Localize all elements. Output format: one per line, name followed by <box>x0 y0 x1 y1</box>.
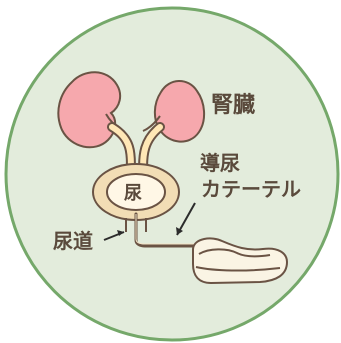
bladder <box>92 163 180 232</box>
bladder-label: 尿 <box>124 183 142 204</box>
catheter-tube-shadow <box>135 214 196 245</box>
kidney-right <box>142 80 205 143</box>
background-circle <box>4 6 340 342</box>
arrow-urethra <box>103 230 125 241</box>
urethra-label: 尿道 <box>53 229 93 253</box>
urine-bag <box>192 237 289 285</box>
catheter-label-line1: 導尿 <box>200 151 240 175</box>
kidney-label: 腎臓 <box>211 93 255 118</box>
catheter-label-line2: カテーテル <box>201 177 301 201</box>
arrow-catheter <box>176 202 196 236</box>
